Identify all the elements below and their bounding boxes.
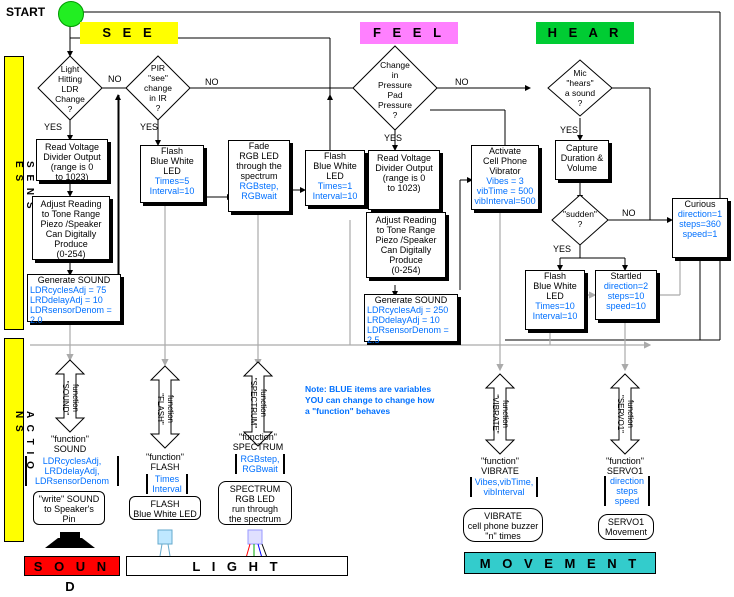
sudden-decision: "sudden" ? xyxy=(563,209,597,229)
servo-output: SERVO1 Movement xyxy=(598,514,654,540)
sudden-no: NO xyxy=(622,208,636,218)
led-icon xyxy=(157,529,173,557)
mic-diamond xyxy=(547,59,613,117)
flash-output: FLASH Blue White LED xyxy=(129,496,201,520)
capture-box: Capture Duration & Volume xyxy=(555,140,609,180)
see-read-box: Read Voltage Divider Output (range is 0 … xyxy=(36,139,108,182)
vibrate-function-name: "function" VIBRATE xyxy=(481,456,519,476)
pressure-decision: Change in Pressure Pad Pressure ? xyxy=(377,60,412,120)
startled-vars: direction=2 steps=10 speed=10 xyxy=(603,281,649,311)
sound-function-vars: LDRcyclesAdj, LRDdelayAdj, LDRsensorDeno… xyxy=(25,456,119,486)
pir-diamond xyxy=(125,55,191,121)
flash-arrow-shape xyxy=(149,365,181,449)
spectrum-output: SPECTRUM RGB LED run through the spectru… xyxy=(218,481,292,525)
vibrator-vars: Vibes = 3 vibTime = 500 vibInterval=500 xyxy=(474,176,536,206)
feel-read-box: Read Voltage Divider Output (range is 0 … xyxy=(368,150,440,210)
fade-box: Fade RGB LED through the spectrum RGBste… xyxy=(228,140,290,212)
ldr-decision: Light Hitting LDR Change ? xyxy=(55,64,85,114)
pressure-diamond xyxy=(352,45,438,131)
see-header: S E E xyxy=(80,22,178,44)
sound-function-name: "function" SOUND xyxy=(51,434,89,454)
see-adjust-box: Adjust Reading to Tone Range Piezo /Spea… xyxy=(32,196,110,260)
spectrum-function-vars: RGBstep, RGBwait xyxy=(235,454,285,474)
startled-title: Startled xyxy=(610,271,642,281)
flash1-box: Flash Blue White LED Times=5 Interval=10 xyxy=(140,145,204,203)
curious-vars: direction=1 steps=360 speed=1 xyxy=(677,209,723,239)
flash1-vars: Times=5 Interval=10 xyxy=(149,176,195,196)
curious-title: Curious xyxy=(684,199,716,209)
fade-title: Fade RGB LED through the spectrum xyxy=(236,141,282,181)
servo-function-name: "function" SERVO1 xyxy=(606,456,644,476)
fade-vars: RGBstep, RGBwait xyxy=(239,181,279,201)
feel-generate-title: Generate SOUND xyxy=(374,295,448,305)
sound-output: "write" SOUND to Speaker's Pin xyxy=(33,491,105,525)
vibrate-arrow-shape xyxy=(484,373,516,455)
curious-box: Curious direction=1 steps=360 speed=1 xyxy=(672,198,728,258)
pir-decision: PIR "see" change in IR ? xyxy=(144,63,172,113)
ldr-diamond xyxy=(37,55,103,121)
actions-band xyxy=(4,338,24,542)
ldr-yes: YES xyxy=(44,122,63,132)
flash3-title: Flash Blue White LED xyxy=(533,271,577,301)
mic-decision: Mic "hears" a sound ? xyxy=(564,68,596,108)
ldr-no: NO xyxy=(108,74,122,84)
flash2-vars: Times=1 Interval=10 xyxy=(312,181,358,201)
vibrator-box: Activate Cell Phone Vibrator Vibes = 3 v… xyxy=(471,145,539,210)
see-generate-vars: LDRcyclesAdj = 75 LRDdelayAdj = 10 LDRse… xyxy=(30,285,112,325)
spectrum-arrow-label: function "SPECTRUM" xyxy=(249,377,268,429)
hear-header: H E A R xyxy=(536,22,634,44)
sudden-yes: YES xyxy=(553,244,572,254)
flash3-box: Flash Blue White LED Times=10 Interval=1… xyxy=(525,270,585,330)
flash3-vars: Times=10 Interval=10 xyxy=(532,301,578,321)
speaker-icon xyxy=(45,532,95,548)
note: Note: BLUE items are variables YOU can c… xyxy=(305,384,435,416)
sound-footer: S O U N D xyxy=(24,556,120,594)
servo-arrow-label: function "SERVO1" xyxy=(616,395,635,433)
servo-function-vars: direction steps speed xyxy=(604,476,650,506)
flash2-box: Flash Blue White LED Times=1 Interval=10 xyxy=(305,150,365,206)
start-node xyxy=(58,1,84,27)
pir-no: NO xyxy=(205,77,219,87)
see-generate-title: Generate SOUND xyxy=(37,275,111,285)
flow-lines xyxy=(30,9,721,561)
feel-generate-vars: LDRcyclesAdj = 250 LRDdelayAdj = 10 LDRs… xyxy=(367,305,449,345)
spectrum-arrow-shape xyxy=(242,361,274,447)
feel-generate-box: Generate SOUND LDRcyclesAdj = 250 LRDdel… xyxy=(364,294,458,345)
feel-adjust-box: Adjust Reading to Tone Range Piezo /Spea… xyxy=(366,212,446,278)
flowchart: START S E E F E E L H E A R S E N S E S … xyxy=(4,1,728,594)
flash-function-vars: Times Interval xyxy=(146,474,188,494)
flash-function-name: "function" FLASH xyxy=(146,452,184,472)
flash2-title: Flash Blue White LED xyxy=(313,151,357,181)
flash-arrow-label: function "FLASH" xyxy=(156,393,175,425)
senses-band xyxy=(4,56,24,330)
flash1-title: Flash Blue White LED xyxy=(150,146,194,176)
sound-arrow-label: function "SOUND" xyxy=(61,380,80,416)
vibrator-title: Activate Cell Phone Vibrator xyxy=(482,146,528,176)
pressure-no: NO xyxy=(455,77,469,87)
pir-yes: YES xyxy=(140,122,159,132)
pressure-yes: YES xyxy=(384,133,403,143)
start-label: START xyxy=(6,5,46,19)
see-generate-box: Generate SOUND LDRcyclesAdj = 75 LRDdela… xyxy=(27,274,121,325)
vibrate-output: VIBRATE cell phone buzzer "n" times xyxy=(463,508,543,542)
sudden-diamond xyxy=(551,194,609,246)
vibrate-function-vars: Vibes,vibTime, vibInterval xyxy=(470,477,538,497)
sound-arrow-shape xyxy=(54,359,86,433)
mic-yes: YES xyxy=(560,125,579,135)
light-footer: L I G H T xyxy=(126,556,348,576)
spectrum-function-name: "function" SPECTRUM xyxy=(232,432,284,452)
startled-box: Startled direction=2 steps=10 speed=10 xyxy=(595,270,657,320)
servo-arrow-shape xyxy=(609,373,641,455)
movement-footer: M O V E M E N T xyxy=(464,552,656,574)
feel-header: F E E L xyxy=(360,22,458,44)
vibrate-arrow-label: function "VIBRATE" xyxy=(491,394,510,434)
